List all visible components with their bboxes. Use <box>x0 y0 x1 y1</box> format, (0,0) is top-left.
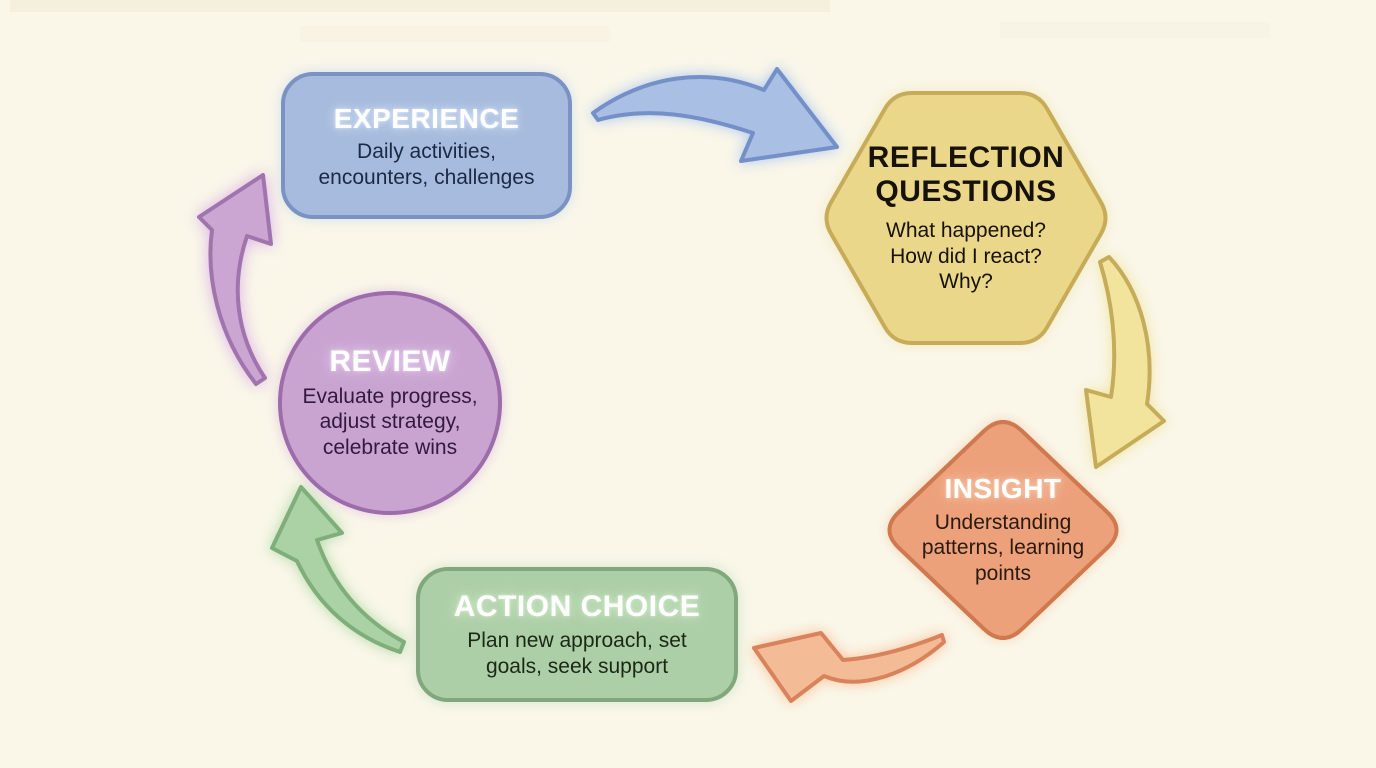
arrow-reflection-to-insight <box>1084 255 1166 469</box>
experience-shape <box>281 72 572 219</box>
insight-shape <box>887 420 1119 640</box>
review-shape <box>278 291 502 515</box>
arrow-action-to-review <box>270 485 406 654</box>
arrow-review-to-experience <box>197 173 273 386</box>
action-choice-shape <box>416 567 738 702</box>
arrow-experience-to-reflection <box>591 67 839 163</box>
arrow-insight-to-action <box>752 631 946 703</box>
reflection-questions-shape <box>824 91 1108 345</box>
